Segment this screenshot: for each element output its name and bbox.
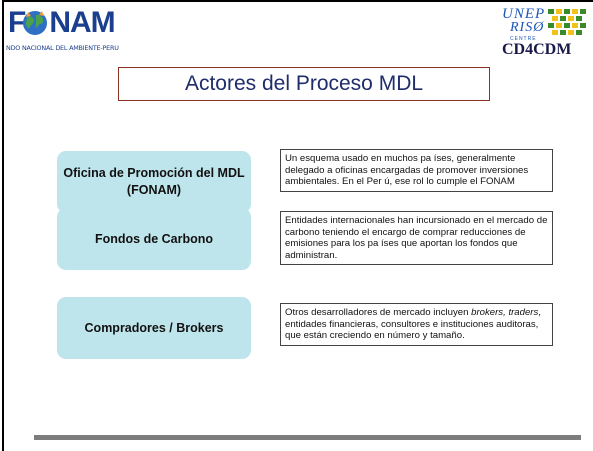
actor-label-oficina: Oficina de Promoción del MDL (FONAM) bbox=[57, 151, 251, 213]
actor-label-compradores: Compradores / Brokers bbox=[57, 297, 251, 359]
unep-logo-line2: RISØ bbox=[510, 20, 545, 35]
unep-logo-line3: CENTRE bbox=[510, 36, 537, 42]
unep-logo-line1: UNEP bbox=[502, 6, 546, 22]
fonam-logo-subtitle: NDO NACIONAL DEL AMBIENTE-PERU bbox=[6, 44, 119, 52]
actor-label-fondos: Fondos de Carbono bbox=[57, 208, 251, 270]
actor-desc-fondos: Entidades internacionales han incursiona… bbox=[280, 211, 553, 265]
unep-logo-line4: CD4CDM bbox=[502, 41, 572, 58]
slide-title: Actores del Proceso MDL bbox=[184, 72, 424, 95]
actor-desc-oficina: Un esquema usado en muchos pa íses, gene… bbox=[280, 149, 553, 192]
slide-top-border bbox=[2, 0, 593, 2]
slide-left-border bbox=[2, 0, 4, 451]
mosaic-grid-icon bbox=[548, 9, 586, 35]
unep-risoe-logo: UNEP RISØ CENTRE CD4CDM bbox=[500, 6, 588, 62]
slide-title-box: Actores del Proceso MDL bbox=[118, 67, 490, 101]
actor-desc-compradores: Otros desarrolladores de mercado incluye… bbox=[280, 303, 553, 346]
footer-bar bbox=[34, 435, 581, 440]
globe-icon bbox=[23, 11, 47, 35]
